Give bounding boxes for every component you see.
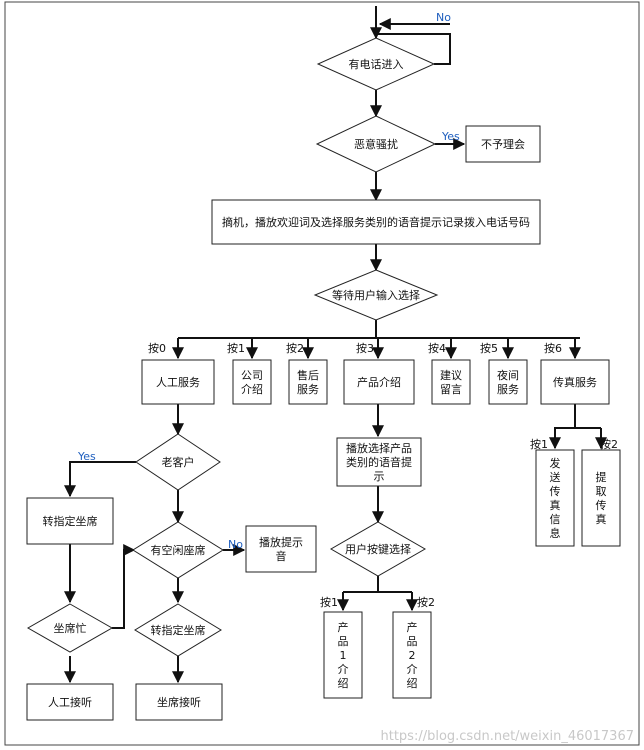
night-service-label: 夜间服务	[497, 368, 519, 396]
get-fax-box	[581, 449, 621, 547]
seat-answer-box	[135, 683, 223, 721]
user-key-diamond	[329, 521, 427, 577]
edges	[64, 6, 607, 684]
wait-input-diamond	[313, 269, 439, 321]
edge-label-f-key1: 按1	[530, 437, 548, 451]
edge-label-p-key1: 按1	[320, 595, 338, 609]
old-customer-label: 老客户	[162, 455, 195, 469]
edge-busy-idle	[112, 544, 136, 629]
answer-label: 摘机，播放欢迎词及选择服务类别的语音提示记录拨入电话号码	[222, 215, 530, 229]
edge-labels: No Yes 按0 按1 按2 按3 按4 按5 按6 Yes No 按1 按2…	[77, 11, 618, 609]
edge-label-p-key2: 按2	[417, 595, 435, 609]
harassment-diamond	[315, 115, 437, 173]
edge-label-f-key2: 按2	[600, 437, 618, 451]
edge-label-no-idle: No	[228, 538, 243, 551]
human-answer-box	[26, 683, 114, 721]
play-tone-label: 播放提示音	[259, 535, 303, 563]
send-fax-label: 发送传真信息	[550, 456, 561, 540]
product-intro-box	[343, 359, 415, 405]
after-sales-label: 售后服务	[297, 368, 319, 396]
product1-box	[323, 611, 363, 699]
after-sales-box	[288, 359, 328, 405]
edge-label-key1: 按1	[227, 341, 245, 355]
idle-seat-diamond	[132, 521, 224, 579]
suggestion-box	[431, 359, 471, 405]
assign-seat-left-box	[26, 497, 114, 545]
incoming-call-diamond	[316, 37, 436, 91]
company-intro-box	[232, 359, 272, 405]
edge-label-key0: 按0	[148, 341, 166, 355]
diagram-frame	[4, 1, 640, 746]
idle-seat-label: 有空闲座席	[151, 543, 206, 557]
human-service-box	[141, 359, 215, 405]
answer-box	[211, 199, 541, 245]
fax-service-box	[540, 359, 610, 405]
edge-label-key6: 按6	[544, 341, 562, 355]
wait-input-label: 等待用户输入选择	[332, 288, 420, 302]
edge-label-key5: 按5	[480, 341, 498, 355]
ignore-box	[465, 125, 541, 163]
assign-seat-mid-label: 转指定坐席	[151, 623, 206, 637]
edge-key-bus	[343, 576, 412, 593]
night-service-box	[488, 359, 528, 405]
human-answer-label: 人工接听	[48, 696, 92, 709]
seat-busy-label: 坐席忙	[54, 621, 87, 635]
edge-label-yes-harass: Yes	[441, 130, 460, 143]
watermark: https://blog.csdn.net/weixin_46017367	[380, 729, 634, 744]
edge-label-no-top: No	[436, 11, 451, 24]
edge-old-yes	[64, 461, 136, 498]
send-fax-box	[535, 449, 575, 547]
edge-label-key3: 按3	[356, 341, 374, 355]
edge-fax-bus	[554, 404, 601, 448]
company-intro-label: 公司介绍	[241, 369, 263, 396]
edge-label-key2: 按2	[286, 341, 304, 355]
human-service-label: 人工服务	[156, 376, 200, 389]
fax-service-label: 传真服务	[553, 375, 597, 389]
edge-label-key4: 按4	[428, 341, 446, 355]
play-product-box	[336, 437, 422, 487]
seat-answer-label: 坐席接听	[157, 695, 201, 709]
product-intro-label: 产品介绍	[357, 375, 401, 389]
get-fax-label: 提取传真	[596, 471, 607, 526]
play-tone-box	[245, 525, 317, 573]
suggestion-label: 建议留言	[440, 368, 462, 396]
user-key-label: 用户按键选择	[345, 542, 411, 556]
play-product-label: 播放选择产品类别的语音提示	[346, 441, 412, 483]
product2-box	[392, 611, 432, 699]
assign-seat-left-label: 转指定坐席	[43, 514, 98, 528]
edge-label-yes-old: Yes	[77, 450, 96, 463]
old-customer-diamond	[135, 433, 221, 491]
seat-busy-diamond	[26, 603, 114, 653]
assign-seat-mid-diamond	[134, 603, 222, 657]
nodes: 有电话进入 恶意骚扰 不予理会 摘机，播放欢迎词及选择服务类别的语音提示记录拨入…	[26, 37, 621, 721]
incoming-call-label: 有电话进入	[349, 57, 404, 71]
harassment-label: 恶意骚扰	[354, 137, 398, 151]
ignore-label: 不予理会	[481, 138, 525, 151]
edge-no-loop	[376, 33, 451, 65]
